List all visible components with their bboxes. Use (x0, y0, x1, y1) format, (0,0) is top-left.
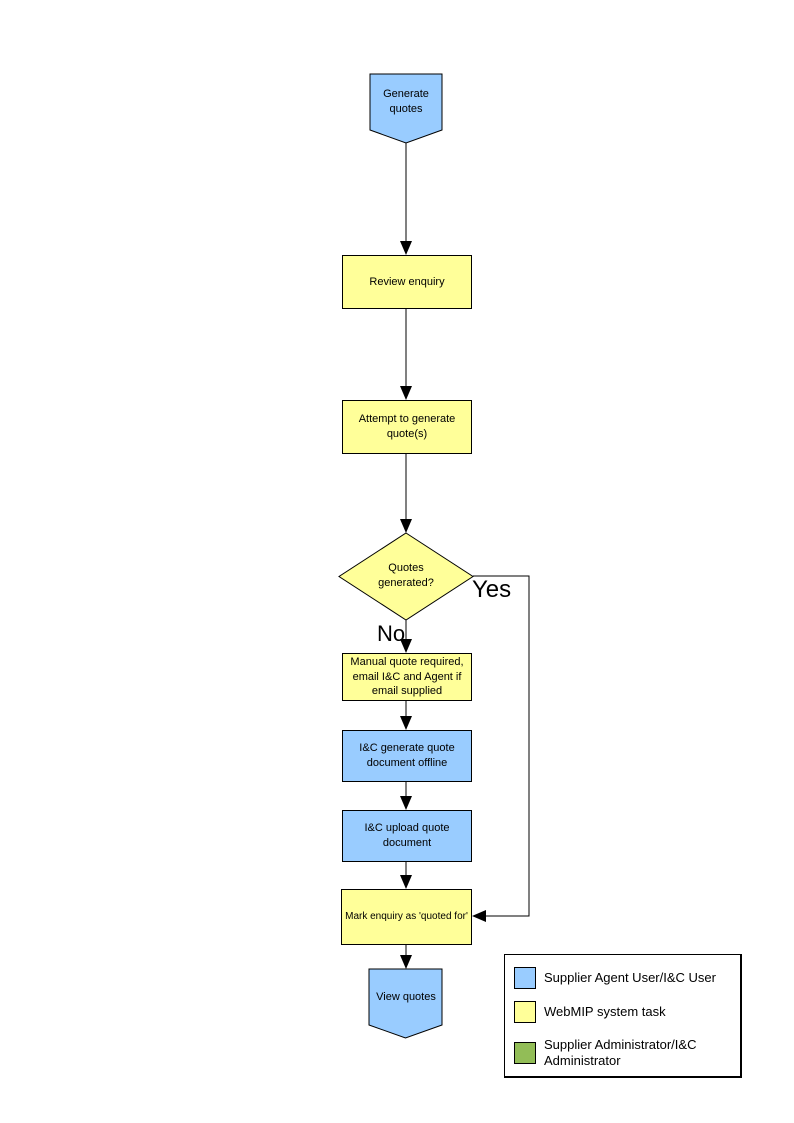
manual-quote-node: Manual quote required, email I&C and Age… (342, 653, 472, 701)
end-pentagon-shape (368, 968, 443, 1039)
decision-node-label: Quotes generated? (378, 562, 434, 589)
review-enquiry-node: Review enquiry (342, 255, 472, 309)
no-branch-label: No (377, 621, 406, 646)
legend-swatch-yellow (514, 1001, 536, 1023)
yes-branch-label: Yes (472, 576, 512, 603)
arrowhead-upload (400, 796, 412, 810)
legend-item-system-task: WebMIP system task (514, 1001, 734, 1023)
arrowhead-decision (400, 519, 412, 533)
attempt-generate-node: Attempt to generate quote(s) (342, 400, 472, 454)
arrowhead-yes-into-mark (472, 910, 486, 922)
legend-label-system-task: WebMIP system task (544, 1003, 666, 1019)
connector-yes-branch (473, 575, 530, 917)
arrowheads (400, 241, 486, 969)
legend-swatch-green (514, 1042, 536, 1065)
decision-diamond-shape (338, 532, 474, 621)
arrowhead-generate (400, 716, 412, 730)
start-pentagon-shape (369, 73, 443, 144)
arrowhead-manual (400, 639, 412, 653)
legend-label-agent-user: Supplier Agent User/I&C User (544, 969, 716, 985)
arrowhead-review (400, 241, 412, 255)
legend-item-administrator: Supplier Administrator/I&C Administrator (514, 1037, 734, 1070)
end-node-label: View quotes (376, 990, 436, 1003)
legend-box: Supplier Agent User/I&C User WebMIP syst… (504, 954, 742, 1078)
arrowhead-mark (400, 875, 412, 889)
legend-swatch-blue (514, 967, 536, 989)
legend-label-administrator: Supplier Administrator/I&C Administrator (544, 1037, 697, 1069)
mark-enquiry-node: Mark enquiry as 'quoted for' (341, 889, 472, 945)
connector-lines (405, 143, 530, 968)
start-node-label: Generate quotes (383, 88, 429, 115)
arrowhead-attempt (400, 386, 412, 400)
ic-upload-node: I&C upload quote document (342, 810, 472, 862)
legend-item-agent-user: Supplier Agent User/I&C User (514, 967, 734, 989)
arrowhead-end (400, 955, 412, 969)
ic-generate-offline-node: I&C generate quote document offline (342, 730, 472, 782)
